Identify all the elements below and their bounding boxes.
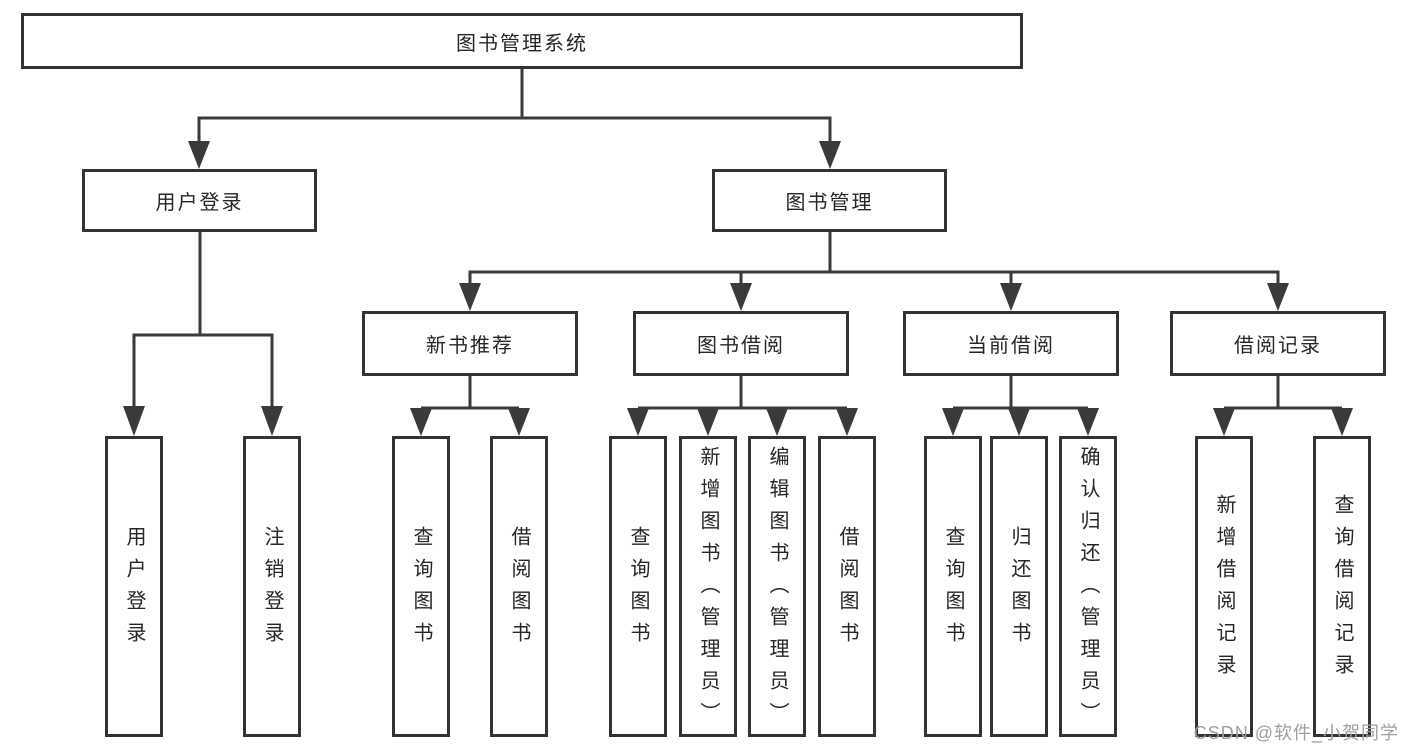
arrowhead bbox=[508, 408, 530, 436]
connector-newrec-bar bbox=[421, 376, 519, 410]
arrowhead bbox=[1267, 283, 1289, 311]
leaf-edit-book-admin: 编辑图书（管理员） bbox=[748, 436, 806, 737]
node-current-borrow: 当前借阅 bbox=[903, 311, 1119, 376]
arrowhead bbox=[1008, 408, 1030, 436]
node-user-login: 用户登录 bbox=[82, 169, 317, 232]
arrowhead bbox=[1077, 408, 1099, 436]
arrowhead bbox=[836, 408, 858, 436]
arrowhead bbox=[188, 141, 210, 169]
leaf-borrow-book-1: 借阅图书 bbox=[490, 436, 548, 737]
arrowhead bbox=[730, 283, 752, 311]
connector-bookmg-bar bbox=[468, 270, 1280, 283]
leaf-query-book-1: 查询图书 bbox=[392, 436, 450, 737]
connector-borrow-bar bbox=[638, 376, 847, 410]
arrowhead bbox=[261, 406, 283, 436]
arrowhead bbox=[123, 406, 145, 436]
connector-root-bar bbox=[197, 116, 832, 141]
csdn-watermark: CSDN @软件_小贺同学 bbox=[1193, 723, 1399, 743]
arrowhead bbox=[819, 141, 841, 169]
leaf-user-login: 用户登录 bbox=[105, 436, 163, 737]
arrowhead bbox=[410, 408, 432, 436]
node-book-borrow: 图书借阅 bbox=[633, 311, 849, 376]
leaf-add-book-admin: 新增图书（管理员） bbox=[679, 436, 737, 737]
arrowhead bbox=[942, 408, 964, 436]
connector-login-bar bbox=[132, 333, 274, 406]
node-library-system: 图书管理系统 bbox=[21, 13, 1023, 69]
leaf-query-borrow-record: 查询借阅记录 bbox=[1313, 436, 1371, 737]
arrowhead bbox=[766, 408, 788, 436]
leaf-query-book-3: 查询图书 bbox=[924, 436, 982, 737]
leaf-borrow-book-2: 借阅图书 bbox=[818, 436, 876, 737]
arrowhead bbox=[697, 408, 719, 436]
node-borrow-record: 借阅记录 bbox=[1170, 311, 1386, 376]
arrowhead bbox=[1213, 408, 1235, 436]
node-new-book-recommend: 新书推荐 bbox=[362, 311, 578, 376]
arrowhead bbox=[1331, 408, 1353, 436]
arrowhead bbox=[627, 408, 649, 436]
arrowhead bbox=[1000, 283, 1022, 311]
connector-curbor-bar bbox=[953, 376, 1088, 410]
connector-record-bar bbox=[1224, 376, 1342, 410]
node-book-management: 图书管理 bbox=[712, 169, 947, 232]
leaf-add-borrow-record: 新增借阅记录 bbox=[1195, 436, 1253, 737]
leaf-return-book: 归还图书 bbox=[990, 436, 1048, 737]
leaf-confirm-return-admin: 确认归还（管理员） bbox=[1059, 436, 1117, 737]
arrowhead bbox=[459, 283, 481, 311]
leaf-query-book-2: 查询图书 bbox=[609, 436, 667, 737]
arrowheads bbox=[123, 141, 1353, 436]
leaf-logout: 注销登录 bbox=[243, 436, 301, 737]
